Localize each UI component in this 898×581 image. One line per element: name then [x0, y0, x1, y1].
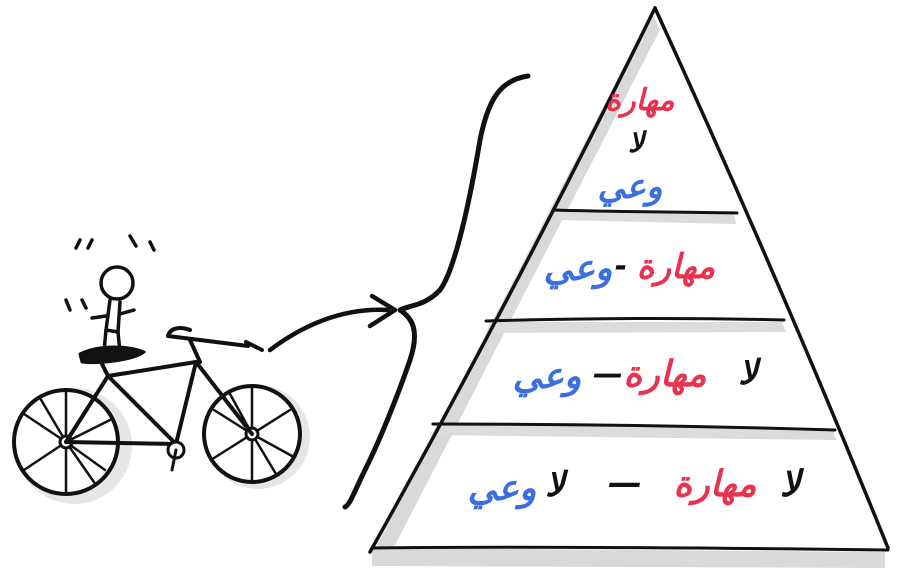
- level-3-awareness: وعي: [513, 356, 582, 398]
- level-4-separator: —: [608, 463, 642, 503]
- level-4-labels: لا مهارة — لا وعي: [468, 463, 805, 510]
- pyramid-left-edge: [368, 6, 657, 554]
- level-1-labels: مهارة لا وعي: [597, 83, 674, 207]
- pyramid-right-edge: [653, 6, 890, 550]
- divider-2: [484, 317, 786, 323]
- band-shadow-2: [486, 322, 786, 333]
- level-4-skill: مهارة: [673, 464, 757, 506]
- level-2-labels: مهارة - وعي: [544, 247, 716, 290]
- stick-figure-icon: [64, 234, 156, 354]
- level-1-awareness: وعي: [597, 167, 662, 207]
- level-3-separator: —: [593, 357, 623, 392]
- level-4-awareness: وعي: [468, 468, 537, 510]
- level-3-negation: لا: [738, 353, 762, 393]
- level-2-awareness: وعي: [544, 248, 613, 290]
- bicycle-icon: [12, 326, 310, 504]
- pyramid-shadow-bottom: [372, 548, 885, 568]
- level-1-negation: لا: [628, 126, 648, 159]
- level-4-negation-awareness: لا: [545, 465, 569, 505]
- level-2-skill: مهارة: [637, 247, 715, 287]
- divider-1: [551, 208, 739, 215]
- level-1-skill: مهارة: [605, 83, 674, 118]
- curly-brace: [342, 73, 531, 510]
- band-shadow-3: [432, 424, 836, 440]
- arrow-icon: [267, 293, 398, 353]
- level-3-skill: مهارة: [623, 354, 707, 396]
- level-3-labels: لا مهارة — وعي: [513, 353, 763, 398]
- level-4-negation-skill: لا: [780, 464, 805, 505]
- divider-3: [431, 422, 837, 432]
- pyramid-base: [370, 545, 890, 552]
- pyramid: [368, 6, 890, 568]
- level-2-separator: -: [615, 249, 627, 284]
